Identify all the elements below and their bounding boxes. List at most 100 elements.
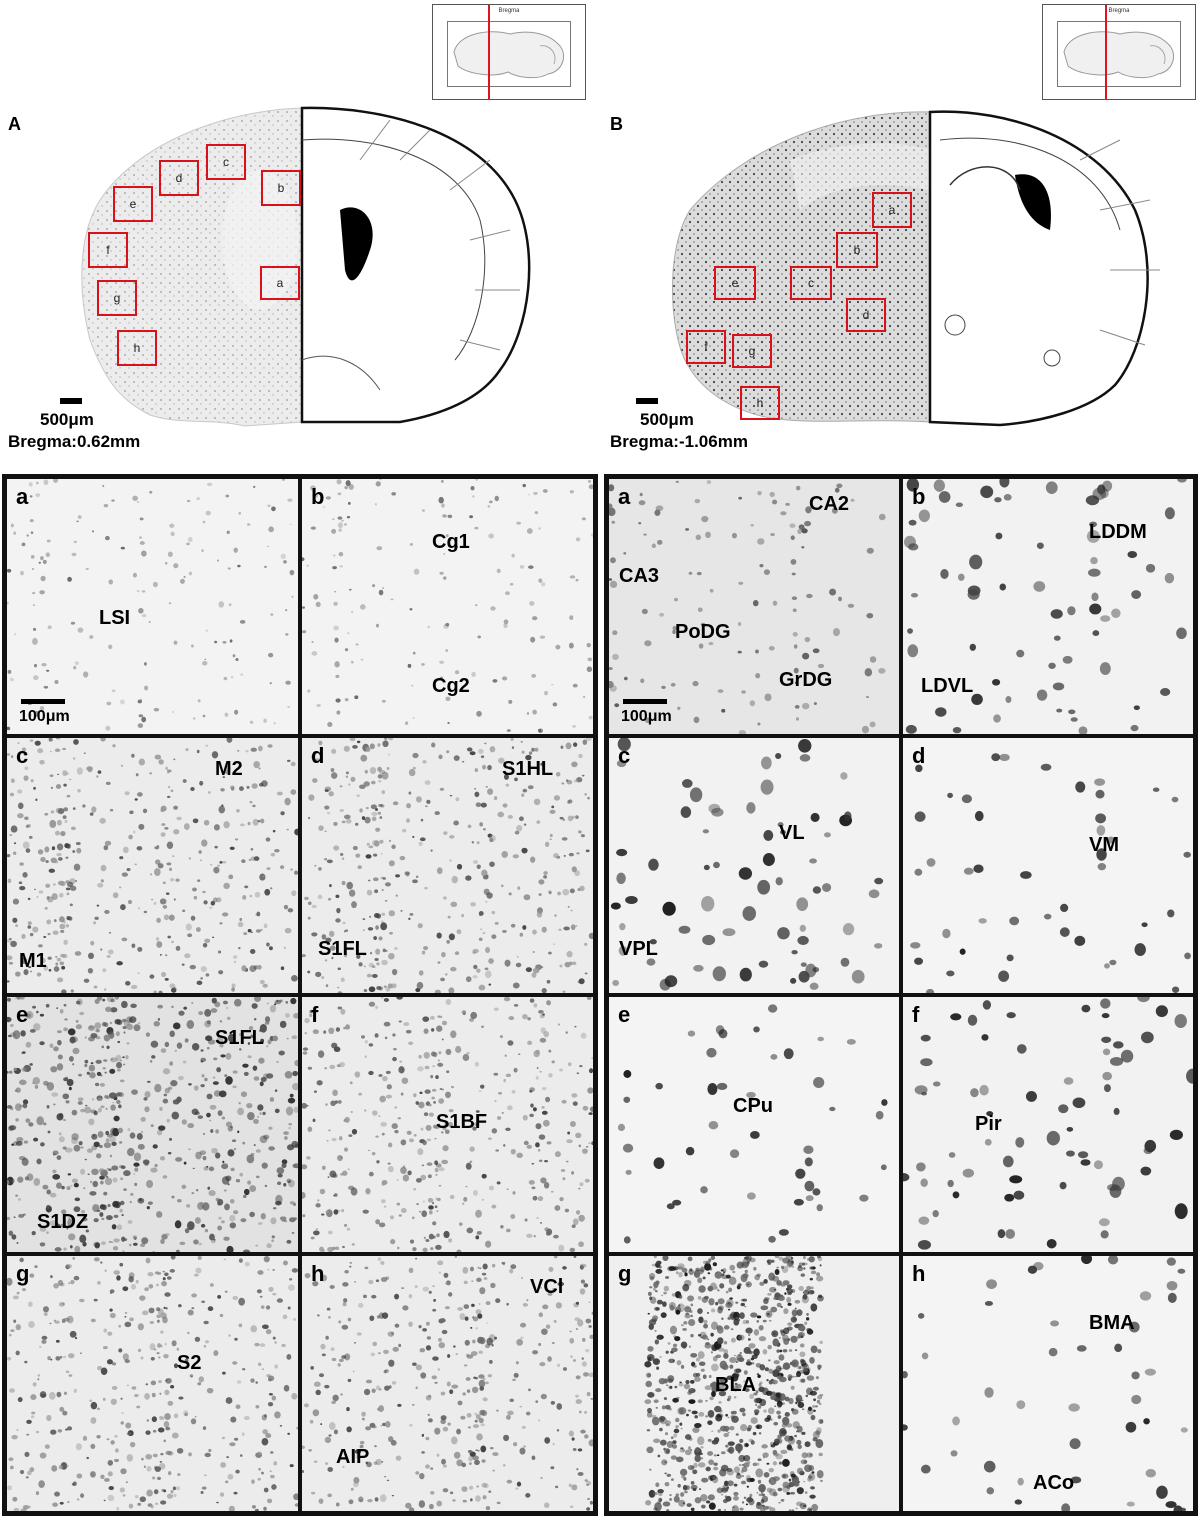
region-label: Cg2 [432,675,470,697]
locator-inset-a: Bregma [432,4,586,100]
roi-box-d: d [846,298,886,332]
tile-letter: e [16,1002,29,1027]
micrograph-tile-b: b LDDM LDVL [903,479,1193,734]
micrograph-texture [7,997,298,1252]
micrograph-texture [903,1256,1193,1511]
region-label: S1DZ [37,1211,89,1233]
roi-box-c: c [790,266,832,300]
region-label: BMA [1089,1312,1135,1334]
scale-label: 100μm [19,708,70,725]
roi-box-e: e [113,186,153,222]
region-label: S1FL [318,938,367,960]
roi-box-a: a [260,266,300,300]
region-label: M1 [19,950,47,972]
tile-letter: a [618,484,631,509]
tile-letter: b [311,484,325,509]
tile-letter: h [311,1261,325,1286]
micrograph-grid-b: a CA2 CA3 PoDG GrDG 100μm b LDDM LDVL c … [604,474,1198,1516]
micrograph-texture [609,997,899,1252]
region-label: AIP [336,1446,370,1468]
coronal-section-b: a b c d e f g h [640,100,1185,440]
region-label: CA3 [619,565,660,587]
roi-box-b: b [261,170,301,206]
locator-inset-b: Bregma [1042,4,1196,100]
tile-letter: h [912,1261,926,1286]
micrograph-tile-c: c M2 M1 [7,738,298,993]
micrograph-texture [7,1256,298,1511]
micrograph-texture [903,997,1193,1252]
micrograph-tile-a: a LSI 100μm [7,479,298,734]
micrograph-tile-b: b Cg1 Cg2 [302,479,593,734]
coronal-brain-drawing [81,106,531,427]
coronal-brain-drawing [672,110,1160,427]
micrograph-tile-e: e CPu [609,997,899,1252]
region-label: VPL [619,938,658,960]
tile-letter: d [311,743,325,768]
roi-box-c: c [206,144,246,180]
roi-box-e: e [714,266,756,300]
micrograph-tile-g: g S2 [7,1256,298,1511]
panel-label-a: A [8,114,21,134]
micrograph-tile-e: e S1FL S1DZ [7,997,298,1252]
micrograph-texture [903,479,1193,734]
micrograph-texture [609,738,899,993]
tile-letter: f [311,1002,319,1027]
region-label: CA2 [809,493,850,515]
region-label: BLA [715,1374,757,1396]
micrograph-texture [7,479,298,734]
region-label: S1HL [502,758,554,780]
region-label: M2 [215,758,243,780]
locator-cut-line [488,5,490,99]
micrograph-texture [609,479,899,734]
region-label: LDVL [921,675,974,697]
sagittal-brain-outline [453,31,564,79]
micrograph-texture [609,1256,899,1511]
roi-box-g: g [732,334,772,368]
tile-letter: c [16,743,29,768]
tile-letter: d [912,743,926,768]
micrograph-tile-f: f Pir [903,997,1193,1252]
micrograph-grid-a: a LSI 100μm b Cg1 Cg2 c M2 M1 d S1HL S1F… [2,474,598,1516]
tile-letter: b [912,484,926,509]
region-label: GrDG [779,669,833,691]
micrograph-texture [302,997,593,1252]
roi-box-h: h [117,330,157,366]
scale-label-b: 500μm [640,410,694,429]
roi-box-f: f [686,330,726,364]
bregma-label-b: Bregma:-1.06mm [610,432,748,451]
roi-box-b: b [836,232,878,268]
scale-bar-b [636,398,658,404]
region-label: ACo [1033,1472,1075,1494]
region-label: Cg1 [432,531,470,553]
micrograph-tile-a: a CA2 CA3 PoDG GrDG 100μm [609,479,899,734]
micrograph-tile-d: d S1HL S1FL [302,738,593,993]
roi-box-g: g [97,280,137,316]
micrograph-tile-f: f S1BF [302,997,593,1252]
scale-bar [623,699,667,704]
micrograph-texture [302,479,593,734]
roi-box-f: f [88,232,128,268]
roi-box-d: d [159,160,199,196]
micrograph-tile-h: h BMA ACo [903,1256,1193,1511]
micrograph-texture [302,1256,593,1511]
micrograph-texture [7,738,298,993]
locator-tag: Bregma [1108,8,1130,14]
scale-label-a: 500μm [40,410,94,429]
micrograph-tile-d: d VM [903,738,1193,993]
micrograph-texture [903,738,1193,993]
region-label: LDDM [1089,521,1147,543]
region-label: S1FL [215,1027,264,1049]
region-label: VCl [530,1276,564,1298]
panel-label-b: B [610,114,623,134]
scale-label: 100μm [621,708,672,725]
tile-letter: a [16,484,29,509]
region-label: CPu [733,1095,773,1117]
region-label: Pir [975,1113,1002,1135]
locator-tag: Bregma [498,8,520,14]
roi-box-h: h [740,386,780,420]
micrograph-tile-c: c VL VPL [609,738,899,993]
region-label: S1BF [436,1111,488,1133]
coronal-section-a: a b c d e f g h [60,100,590,440]
tile-letter: g [618,1261,632,1286]
region-label: LSI [99,607,131,629]
